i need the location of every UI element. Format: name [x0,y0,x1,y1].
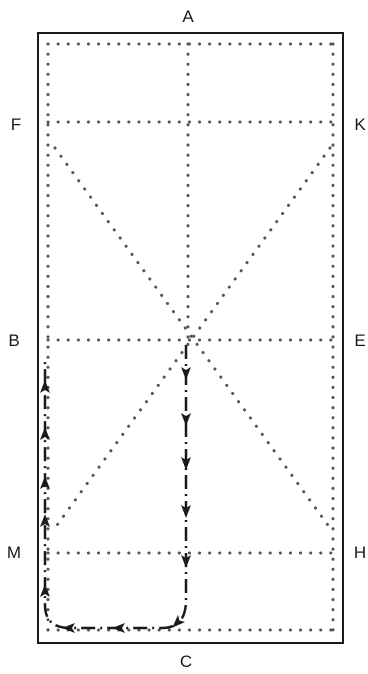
marker-c: C [180,652,192,671]
arrow-icon [40,380,50,393]
arrow-icon [181,505,191,518]
arrow-icon [181,457,191,470]
marker-m: M [7,543,21,562]
arrow-icon [181,413,191,426]
arrow-icon [172,614,186,628]
marker-f: F [11,115,21,134]
arrow-icon [112,623,125,633]
marker-b: B [8,331,19,350]
marker-e: E [354,331,365,350]
route-arrows [40,367,191,633]
arrow-icon [40,476,50,489]
marker-k: K [354,115,366,134]
arrow-icon [40,514,50,527]
route-path [43,345,188,630]
arrow-icon [40,584,50,597]
route-line [43,345,188,630]
dotted-grid [46,42,335,632]
arrow-icon [181,367,191,380]
arrow-icon [40,427,50,440]
arrow-icon [181,555,191,568]
arrow-icon [62,623,75,633]
arena-border [37,32,344,644]
marker-h: H [354,543,366,562]
marker-a: A [182,7,194,26]
